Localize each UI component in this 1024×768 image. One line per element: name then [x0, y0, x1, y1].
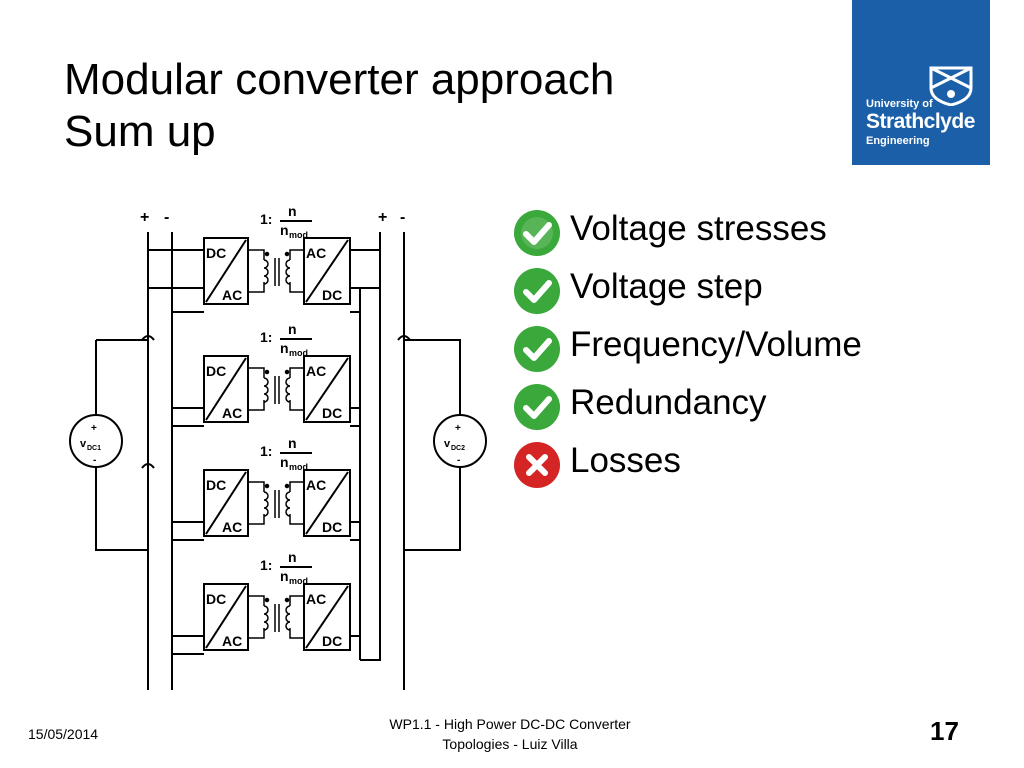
svg-text:AC: AC [306, 477, 326, 493]
svg-text:DC: DC [322, 633, 342, 649]
left-minus-label: - [164, 209, 169, 226]
source-vdc2: + v DC2 - [433, 414, 487, 468]
right-minus-label: - [400, 209, 405, 226]
svg-text:n: n [280, 454, 289, 470]
svg-text:n: n [288, 321, 297, 337]
svg-text:1:: 1: [260, 329, 272, 345]
title-line-2: Sum up [64, 107, 216, 156]
transformer-icon [248, 481, 304, 525]
svg-text:v: v [444, 438, 451, 450]
checkmark-icon [514, 384, 560, 430]
university-crest-icon [929, 66, 973, 106]
svg-text:AC: AC [222, 287, 242, 303]
svg-text:mod: mod [289, 230, 308, 240]
left-plus-label: + [140, 209, 149, 226]
svg-text:AC: AC [222, 405, 242, 421]
svg-text:+: + [455, 423, 461, 434]
svg-text:n: n [288, 203, 297, 219]
svg-text:DC: DC [322, 287, 342, 303]
source-vdc1: + v DC1 - [69, 414, 123, 468]
svg-text:DC: DC [206, 591, 226, 607]
svg-text:DC: DC [322, 405, 342, 421]
svg-text:AC: AC [222, 633, 242, 649]
svg-text:AC: AC [306, 363, 326, 379]
svg-text:DC: DC [322, 519, 342, 535]
slide-title: Modular converter approach Sum up [64, 54, 614, 158]
transformer-icon [248, 367, 304, 411]
svg-text:1:: 1: [260, 443, 272, 459]
svg-text:AC: AC [306, 245, 326, 261]
footer-title-line-1: WP1.1 - High Power DC-DC Converter [389, 716, 631, 732]
right-source-wires [404, 339, 461, 551]
university-logo: University of Strathclyde Engineering [852, 0, 990, 165]
svg-text:n: n [280, 340, 289, 356]
cross-icon [514, 442, 560, 488]
svg-text:-: - [93, 455, 96, 466]
checkmark-icon [514, 326, 560, 372]
svg-text:+: + [91, 423, 97, 434]
right-plus-rail [360, 232, 381, 661]
svg-text:1:: 1: [260, 557, 272, 573]
right-feeders [350, 249, 380, 660]
checkmark-icon [514, 210, 560, 256]
svg-text:DC1: DC1 [87, 445, 101, 452]
right-plus-label: + [378, 209, 387, 226]
bullet-text: Frequency/Volume [570, 325, 862, 364]
footer-title: WP1.1 - High Power DC-DC Converter Topol… [350, 714, 670, 754]
svg-text:DC: DC [206, 477, 226, 493]
svg-text:AC: AC [306, 591, 326, 607]
left-plus-rail [141, 232, 155, 690]
title-line-1: Modular converter approach [64, 55, 615, 104]
checkmark-icon [514, 268, 560, 314]
bullet-text: Redundancy [570, 383, 767, 422]
bullet-text: Voltage step [570, 267, 763, 306]
svg-text:n: n [280, 568, 289, 584]
transformer-icon [248, 249, 304, 293]
svg-text:1:: 1: [260, 211, 272, 227]
bullet-text: Losses [570, 441, 681, 480]
logo-line-1: University of [866, 98, 933, 110]
svg-text:AC: AC [222, 519, 242, 535]
svg-text:v: v [80, 438, 87, 450]
page-number: 17 [930, 716, 959, 746]
svg-text:mod: mod [289, 462, 308, 472]
left-source-wires [95, 339, 148, 551]
svg-text:n: n [288, 549, 297, 565]
left-feeders [148, 249, 204, 655]
svg-text:DC: DC [206, 245, 226, 261]
logo-line-3: Engineering [866, 135, 930, 147]
footer-title-line-2: Topologies - Luiz Villa [442, 736, 578, 752]
logo-line-2: Strathclyde [866, 110, 975, 133]
bullet-text: Voltage stresses [570, 209, 827, 248]
svg-text:n: n [280, 222, 289, 238]
right-minus-rail [397, 232, 411, 690]
svg-text:mod: mod [289, 348, 308, 358]
footer-date: 15/05/2014 [28, 726, 99, 742]
svg-text:DC: DC [206, 363, 226, 379]
transformer-icon [248, 595, 304, 639]
svg-text:-: - [457, 455, 460, 466]
svg-text:DC2: DC2 [451, 445, 465, 452]
svg-text:mod: mod [289, 576, 308, 586]
svg-text:n: n [288, 435, 297, 451]
